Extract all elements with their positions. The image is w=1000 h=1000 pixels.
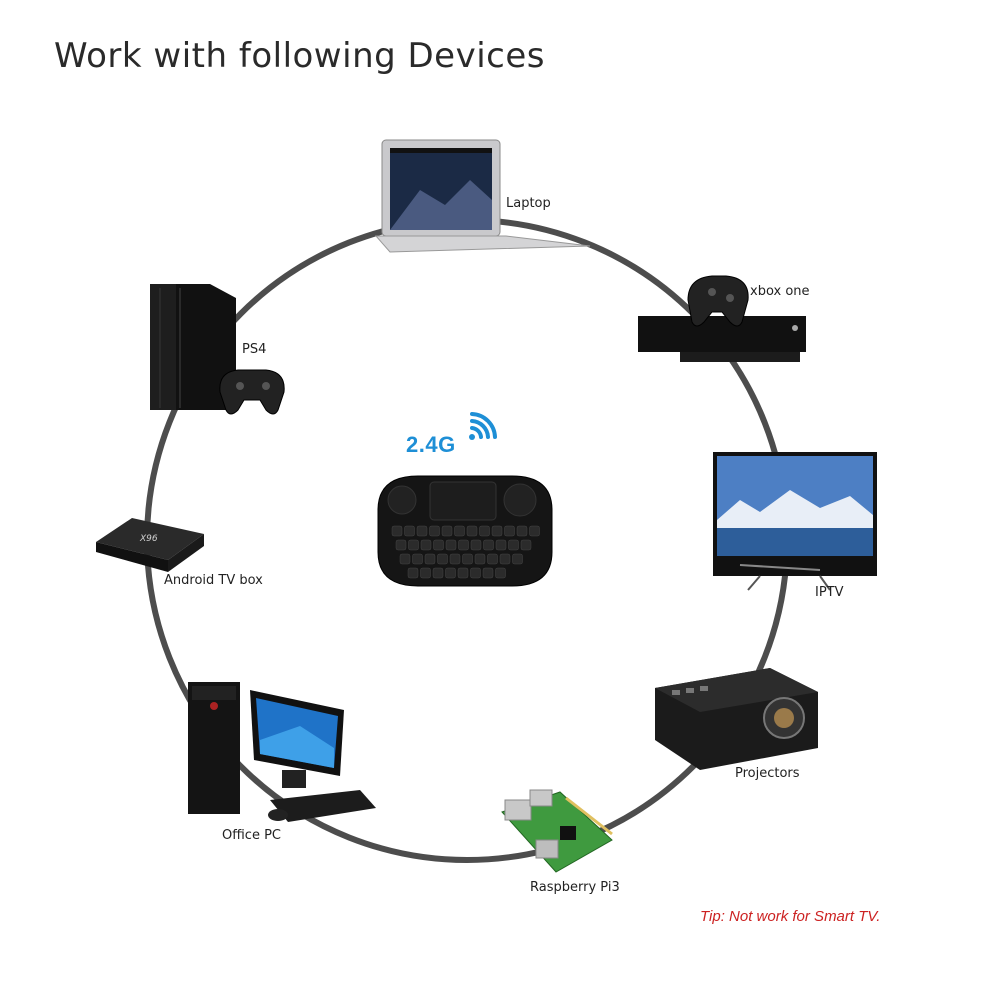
tv-icon xyxy=(713,452,877,591)
key xyxy=(504,525,515,537)
label-office-pc: Office PC xyxy=(222,828,281,843)
key xyxy=(429,525,440,537)
key xyxy=(391,525,403,537)
label-laptop: Laptop xyxy=(506,196,551,211)
key xyxy=(441,525,453,537)
wireless-badge: 2.4G xyxy=(406,432,456,457)
office-pc-icon xyxy=(188,682,376,822)
key xyxy=(404,525,415,537)
keyboard-keys xyxy=(391,525,540,579)
tip-note: Tip: Not work for Smart TV. xyxy=(700,908,881,925)
key xyxy=(495,539,507,551)
label-xbox: xbox one xyxy=(750,284,810,299)
key xyxy=(433,539,444,551)
projector-icon xyxy=(655,668,818,770)
key xyxy=(445,567,456,579)
label-ps4: PS4 xyxy=(242,342,267,357)
key xyxy=(416,525,428,537)
key xyxy=(512,553,523,565)
key xyxy=(499,553,511,565)
key xyxy=(482,567,494,579)
key xyxy=(424,553,436,565)
key xyxy=(487,553,498,565)
ps4-icon xyxy=(150,284,285,415)
xbox-icon xyxy=(638,275,806,362)
key xyxy=(407,567,419,579)
key xyxy=(470,567,481,579)
wifi-icon xyxy=(469,412,497,440)
key xyxy=(399,553,411,565)
key xyxy=(458,539,469,551)
page-title: Work with following Devices xyxy=(54,36,545,76)
key xyxy=(420,539,432,551)
key xyxy=(491,525,503,537)
label-projectors: Projectors xyxy=(735,766,800,781)
label-iptv: IPTV xyxy=(815,585,844,600)
raspberry-pi-icon xyxy=(501,789,613,873)
key xyxy=(412,553,423,565)
key xyxy=(454,525,465,537)
key xyxy=(420,567,431,579)
key xyxy=(470,539,482,551)
key xyxy=(437,553,448,565)
android-box-icon: X96 xyxy=(96,518,204,572)
label-raspberry-pi: Raspberry Pi3 xyxy=(530,880,620,895)
key xyxy=(449,553,461,565)
key xyxy=(508,539,519,551)
svg-text:X96: X96 xyxy=(139,534,158,544)
key xyxy=(432,567,444,579)
key xyxy=(495,567,506,579)
key xyxy=(445,539,457,551)
key xyxy=(462,553,473,565)
key xyxy=(408,539,419,551)
key xyxy=(483,539,494,551)
key xyxy=(395,539,407,551)
key xyxy=(479,525,490,537)
key xyxy=(529,525,540,537)
key xyxy=(520,539,532,551)
key xyxy=(474,553,486,565)
key xyxy=(466,525,478,537)
label-android-tv-box: Android TV box xyxy=(164,573,263,588)
key xyxy=(516,525,528,537)
laptop-icon xyxy=(374,139,591,253)
key xyxy=(457,567,469,579)
